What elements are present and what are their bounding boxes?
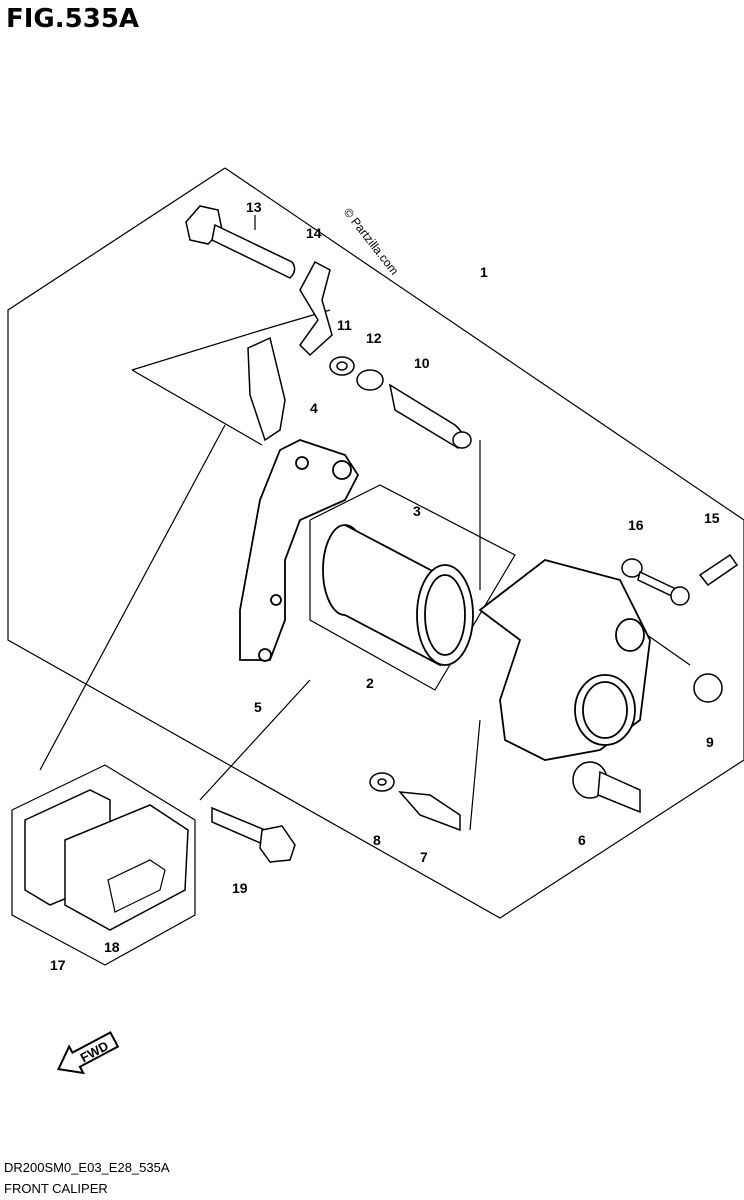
callout-1: 1 <box>480 264 488 280</box>
callout-11: 11 <box>337 317 352 333</box>
assembly-outline <box>7 167 744 919</box>
pad-spring-14 <box>299 260 333 357</box>
figure-title: FIG.535A <box>6 4 140 34</box>
caliper-bracket-5 <box>239 439 360 662</box>
callout-7: 7 <box>420 849 428 865</box>
callout-16: 16 <box>628 517 644 533</box>
caliper-bolt-13 <box>185 205 296 279</box>
figure-code: DR200SM0_E03_E28_535A <box>4 1160 170 1175</box>
brake-pads-17 <box>24 789 189 931</box>
callout-10: 10 <box>414 355 430 371</box>
piston-outline <box>309 484 516 691</box>
bleeder-screw-15 <box>698 553 739 587</box>
pad-shim-18 <box>107 859 166 913</box>
caliper-body-1 <box>478 559 651 761</box>
callout-13: 13 <box>246 199 262 215</box>
bleeder-cap-16 <box>621 558 690 606</box>
bracket-outline <box>131 309 331 371</box>
fwd-label: FWD <box>78 1038 111 1065</box>
callout-2: 2 <box>366 675 374 691</box>
figure-caption: FRONT CALIPER <box>4 1181 108 1196</box>
bolt-19 <box>211 806 296 863</box>
piston-2 <box>322 524 474 667</box>
callout-18: 18 <box>104 939 120 955</box>
callout-3: 3 <box>413 503 421 519</box>
callout-6: 6 <box>578 832 586 848</box>
callout-8: 8 <box>373 832 381 848</box>
callout-19: 19 <box>232 880 248 896</box>
slide-pin-10 <box>329 356 472 449</box>
callout-14: 14 <box>306 225 322 241</box>
callout-17: 17 <box>50 957 66 973</box>
callout-12: 12 <box>366 330 382 346</box>
bolt-7 <box>398 791 461 832</box>
bracket-clip-4 <box>247 336 286 442</box>
pad-outline <box>11 764 196 966</box>
fwd-arrow-icon: FWD <box>57 1031 120 1075</box>
plug-9 <box>693 673 723 703</box>
callout-9: 9 <box>706 734 714 750</box>
callout-5: 5 <box>254 699 262 715</box>
callout-15: 15 <box>704 510 720 526</box>
slide-pin-6 <box>572 761 641 814</box>
washer-8 <box>369 772 395 792</box>
callout-4: 4 <box>310 400 318 416</box>
